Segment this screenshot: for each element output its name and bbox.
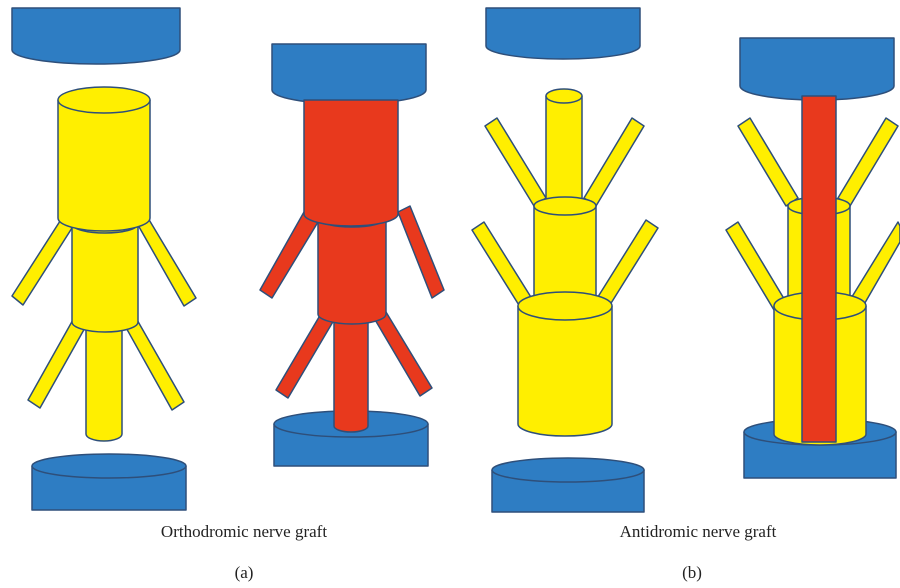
bottom-disc (32, 454, 186, 510)
bottom-segment (518, 292, 612, 436)
top-segment (58, 87, 150, 231)
bottom-disc (492, 458, 644, 512)
top-cap (272, 44, 426, 104)
bottom-segment (86, 328, 122, 441)
top-cap (740, 38, 894, 100)
top-segment (546, 89, 582, 206)
caption-antidromic: Antidromic nerve graft (620, 522, 777, 542)
panel-label-a: (a) (235, 563, 254, 583)
caption-orthodromic: Orthodromic nerve graft (161, 522, 327, 542)
middle-segment (72, 215, 138, 332)
antidromic-graft-yellow (472, 8, 658, 512)
red-core (802, 96, 836, 442)
panel-label-b: (b) (682, 563, 702, 583)
antidromic-graft-red-core (726, 38, 900, 478)
top-cap (486, 8, 640, 59)
bottom-segment (334, 320, 368, 432)
orthodromic-graft-red (260, 44, 444, 466)
top-segment (304, 100, 398, 226)
top-cap (12, 8, 180, 64)
orthodromic-graft-yellow (12, 8, 196, 510)
